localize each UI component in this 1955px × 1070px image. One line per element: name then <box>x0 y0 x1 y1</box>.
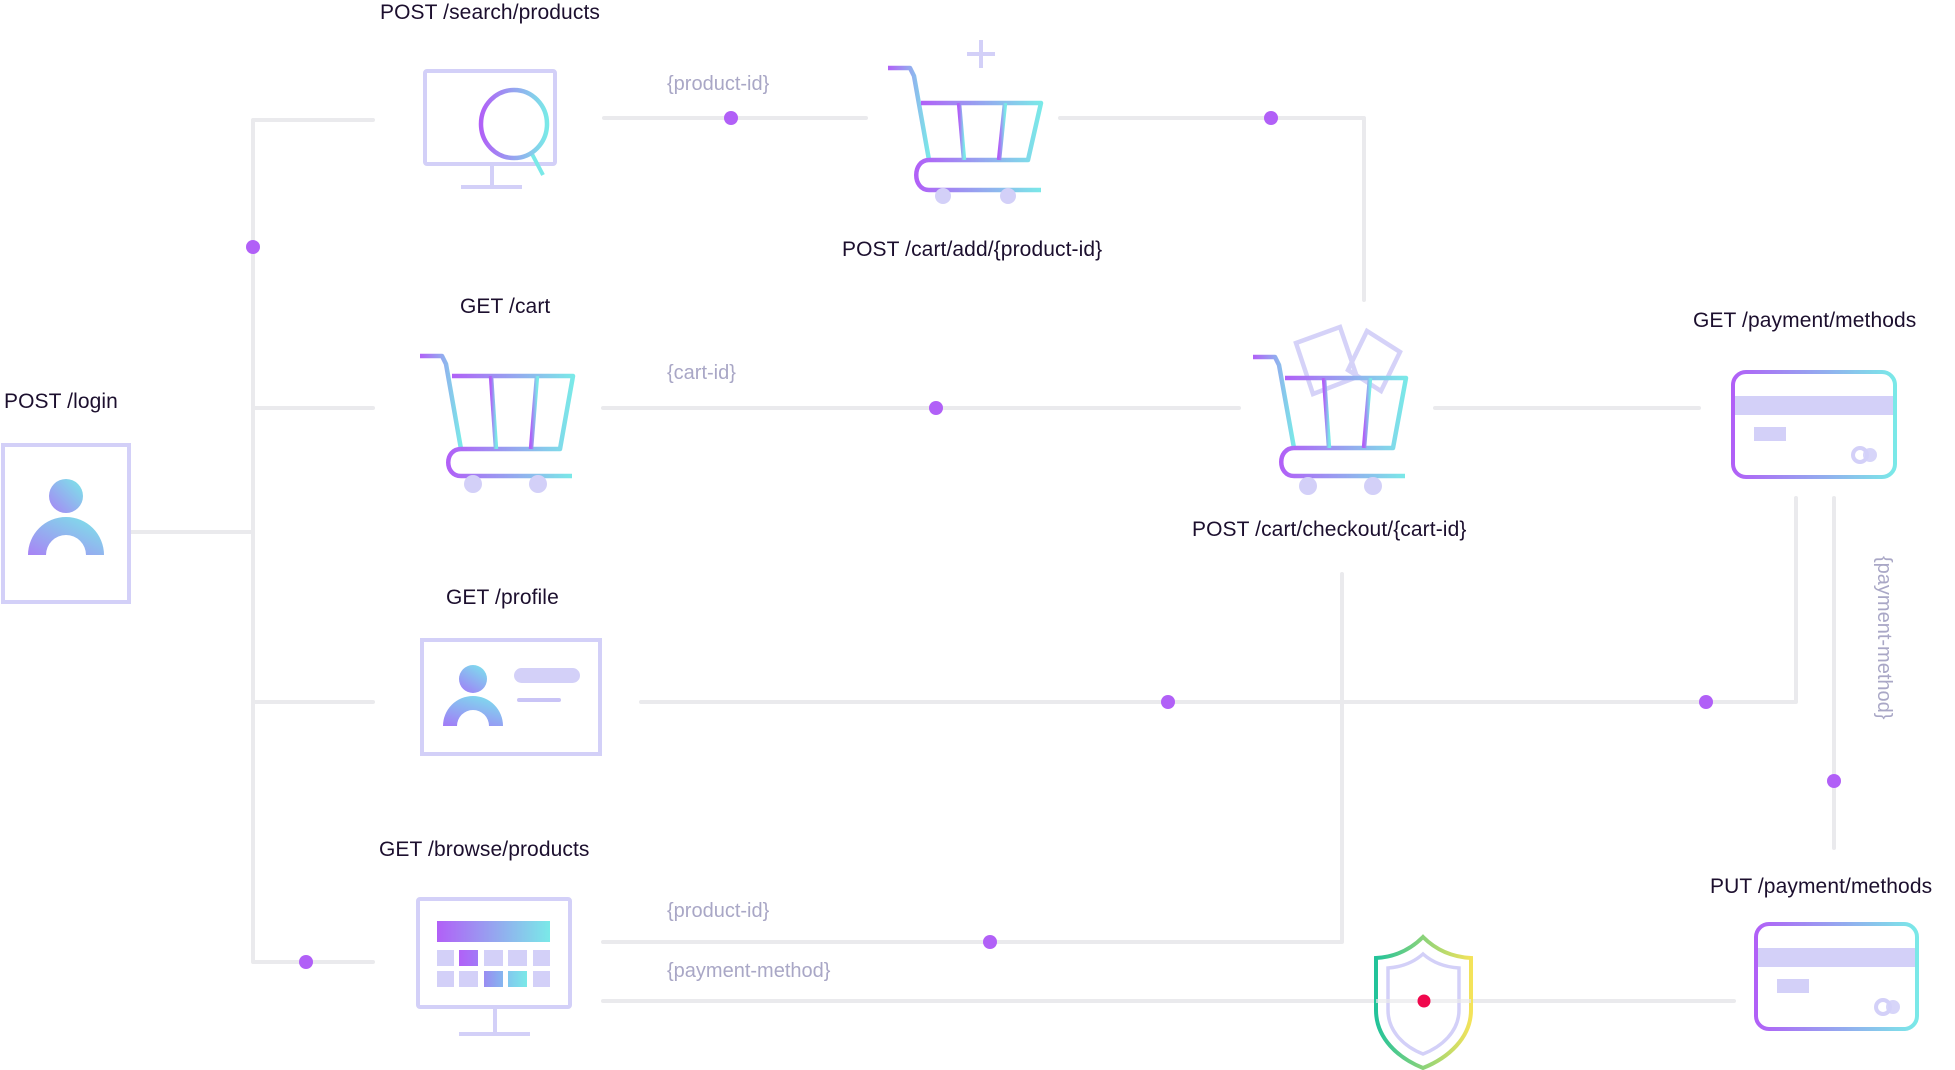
connector-dot <box>246 240 260 254</box>
connector-dots <box>246 111 1841 969</box>
cart-add-icon <box>888 65 1044 204</box>
node-put-payment-methods[interactable] <box>1754 922 1919 1031</box>
credit-card-icon <box>1754 922 1919 1031</box>
connector-dot <box>299 955 313 969</box>
connector-dot <box>1264 111 1278 125</box>
monitor-grid-icon <box>416 897 572 1036</box>
connector-cartadd-checkout <box>1058 116 1366 302</box>
param-payment-method-browse: {payment-method} <box>667 960 831 982</box>
label-login: POST /login <box>4 390 118 413</box>
label-browse-products: GET /browse/products <box>379 838 590 861</box>
connector-browse-checkout <box>601 572 1344 944</box>
credit-card-icon <box>1731 370 1897 479</box>
monitor-search-icon <box>423 69 557 189</box>
node-login[interactable] <box>1 443 131 604</box>
connector-dot <box>1161 695 1175 709</box>
box-icon <box>1345 327 1403 395</box>
label-cart-add: POST /cart/add/{product-id} <box>842 238 1103 261</box>
param-product-id-browse: {product-id} <box>667 900 770 922</box>
node-cart-checkout[interactable] <box>1253 324 1409 495</box>
connector-dot <box>983 935 997 949</box>
plus-icon <box>967 40 995 68</box>
node-get-cart[interactable] <box>420 353 576 493</box>
param-product-id-search: {product-id} <box>667 73 770 95</box>
node-get-payment-methods[interactable] <box>1731 370 1897 479</box>
label-search-products: POST /search/products <box>380 1 600 24</box>
label-put-payment-methods: PUT /payment/methods <box>1710 875 1933 898</box>
label-profile: GET /profile <box>446 586 559 609</box>
connectors <box>129 116 1836 1003</box>
label-get-payment-methods: GET /payment/methods <box>1693 309 1917 332</box>
connector-dot <box>724 111 738 125</box>
connector-trunk <box>251 118 375 964</box>
cart-icon <box>420 353 576 493</box>
node-browse-products[interactable] <box>416 897 572 1036</box>
cart-full-icon <box>1253 324 1409 495</box>
user-icon <box>28 479 104 555</box>
node-security[interactable] <box>1374 934 1473 1070</box>
profile-card-icon <box>420 638 602 756</box>
param-cart-id: {cart-id} <box>667 362 736 384</box>
connector-dot <box>929 401 943 415</box>
connector-dot <box>1699 695 1713 709</box>
label-get-cart: GET /cart <box>460 295 551 318</box>
node-profile[interactable] <box>420 638 602 756</box>
connector-profile-payment <box>639 496 1798 704</box>
shield-icon <box>1374 934 1473 1070</box>
alert-dot <box>1417 994 1431 1008</box>
connector-dot <box>1827 774 1841 788</box>
param-payment-method-vertical: {payment-method} <box>1873 556 1895 720</box>
label-cart-checkout: POST /cart/checkout/{cart-id} <box>1192 518 1467 541</box>
node-cart-add[interactable] <box>888 40 1044 204</box>
node-search-products[interactable] <box>423 69 557 189</box>
